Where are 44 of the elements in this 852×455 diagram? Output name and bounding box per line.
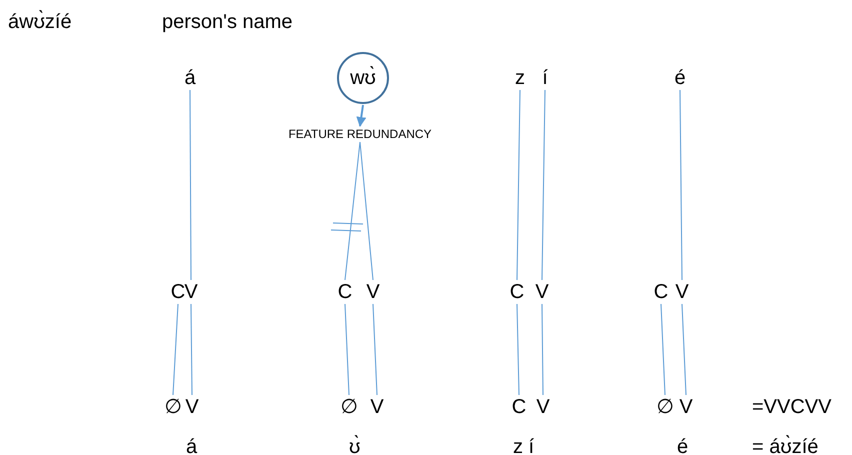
transcription-text: áwʊ̀zíé bbox=[8, 11, 72, 33]
segment-label: C bbox=[652, 281, 670, 303]
segment-label: z bbox=[514, 67, 526, 89]
association-line bbox=[682, 304, 686, 396]
association-line bbox=[172, 304, 178, 396]
association-line bbox=[660, 304, 666, 396]
segment-label: V bbox=[369, 396, 385, 418]
segment-label: C bbox=[508, 281, 526, 303]
transcription-text: é bbox=[677, 436, 688, 455]
transcription-text: person's name bbox=[162, 11, 293, 33]
association-line bbox=[516, 304, 520, 396]
association-line bbox=[344, 304, 350, 396]
association-line bbox=[190, 304, 192, 396]
segment-label: ∅ bbox=[164, 396, 182, 418]
segment-label: é bbox=[673, 67, 687, 89]
segment-label: V bbox=[365, 281, 381, 303]
segment-label: C bbox=[510, 396, 528, 418]
segment-label: V bbox=[184, 396, 200, 418]
association-line bbox=[190, 90, 192, 280]
transcription-text: =VVCVV bbox=[752, 396, 832, 418]
segment-label: V bbox=[674, 281, 690, 303]
transcription-text: á bbox=[186, 436, 198, 455]
segment-label: ∅ bbox=[656, 396, 674, 418]
association-line bbox=[344, 142, 360, 280]
segment-label: ∅ bbox=[340, 396, 358, 418]
association-line bbox=[680, 90, 682, 280]
segment-label: V bbox=[678, 396, 694, 418]
segment-label: í bbox=[541, 67, 549, 89]
association-line bbox=[542, 90, 546, 280]
segment-label: V bbox=[183, 281, 199, 303]
association-line bbox=[372, 304, 378, 396]
process-label: FEATURE REDUNDANCY bbox=[287, 127, 433, 141]
arrow bbox=[356, 104, 366, 127]
segment-label: V bbox=[535, 396, 551, 418]
transcription-text: z í bbox=[513, 436, 534, 455]
segment-label: C bbox=[336, 281, 354, 303]
segment-label: V bbox=[534, 281, 550, 303]
transcription-text: = áʊ̀zíé bbox=[752, 436, 818, 455]
association-line bbox=[542, 304, 544, 396]
circled-syllable: wʊ̀ bbox=[337, 52, 389, 104]
segment-label: á bbox=[183, 67, 197, 89]
transcription-text: ʊ̀ bbox=[349, 436, 360, 455]
association-line bbox=[360, 142, 374, 280]
association-line bbox=[516, 90, 520, 280]
